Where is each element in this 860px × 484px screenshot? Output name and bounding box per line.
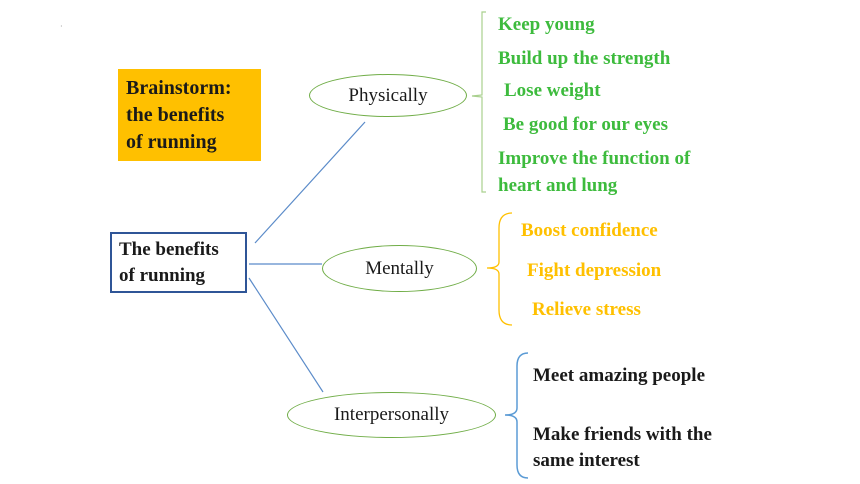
brainstorm-title: Brainstorm: the benefits of running <box>118 69 261 161</box>
branch-label: Physically <box>348 84 428 106</box>
branch-label: Interpersonally <box>333 404 449 425</box>
physical-item: Improve the function of <box>498 148 691 169</box>
branch-physically: Physically <box>309 74 467 117</box>
interpersonal-item: Make friends with the <box>533 424 712 445</box>
central-topic: The benefits of running <box>110 232 247 293</box>
branch-interpersonally: Interpersonally <box>287 392 496 438</box>
brace-physically <box>471 11 486 193</box>
title-line: Brainstorm: <box>126 77 232 99</box>
physical-item: Keep young <box>498 14 595 35</box>
interpersonal-item: same interest <box>533 450 640 471</box>
branch-mentally: Mentally <box>322 245 477 292</box>
stray-dot: · <box>60 22 63 31</box>
connector-interpersonally <box>248 277 324 393</box>
branch-label: Mentally <box>365 257 434 279</box>
mental-item: Relieve stress <box>532 299 641 320</box>
title-line: of running <box>126 131 217 153</box>
physical-item: Lose weight <box>504 80 601 101</box>
connector-physically <box>254 121 366 244</box>
mental-item: Fight depression <box>527 260 662 281</box>
brace-interpersonally <box>504 352 529 479</box>
interpersonal-item: Meet amazing people <box>533 365 706 386</box>
brace-mentally <box>486 212 513 326</box>
physical-item: Build up the strength <box>498 48 671 69</box>
title-line: the benefits <box>126 104 225 126</box>
center-line: of running <box>119 265 206 286</box>
center-line: The benefits <box>119 239 219 260</box>
physical-item: Be good for our eyes <box>503 114 669 135</box>
physical-item: heart and lung <box>498 175 618 196</box>
mental-item: Boost confidence <box>521 220 658 241</box>
